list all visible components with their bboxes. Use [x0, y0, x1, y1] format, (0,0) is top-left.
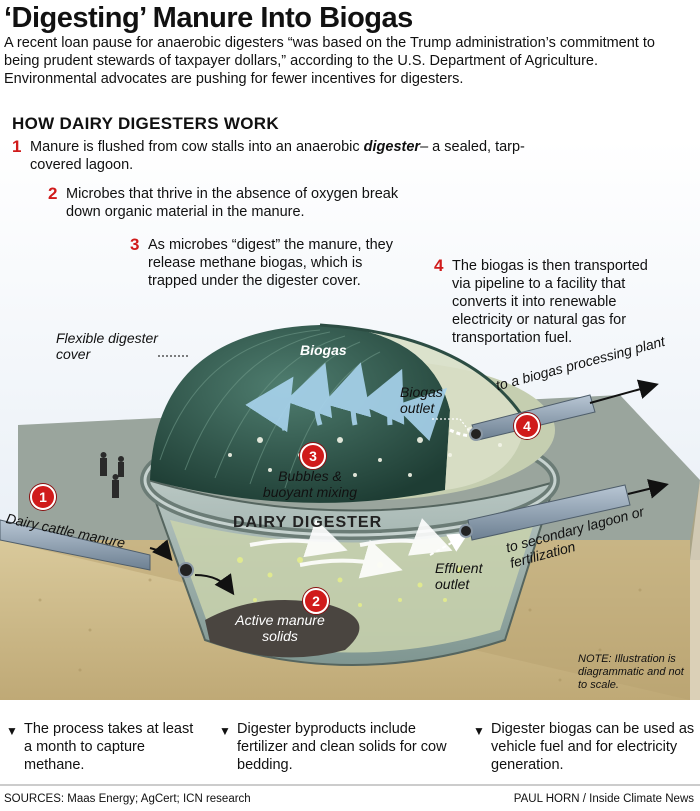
triangle-down-icon: ▼ — [219, 724, 231, 738]
step-1: 1 Manure is flushed from cow stalls into… — [12, 138, 550, 174]
step-2-number: 2 — [48, 184, 58, 203]
step-4-text: The biogas is then transported via pipel… — [452, 258, 648, 346]
step-1-number: 1 — [12, 137, 22, 156]
label-biogas: Biogas — [300, 342, 347, 358]
credit-text: PAUL HORN / Inside Climate News — [513, 793, 694, 805]
label-biogas-outlet: Biogas outlet — [400, 384, 443, 416]
note-text: NOTE: Illustration is diagrammatic and n… — [578, 653, 684, 691]
step-3-number: 3 — [130, 235, 140, 254]
bullet-3-text: Digester biogas can be used as vehicle f… — [491, 721, 695, 773]
section-heading: HOW DAIRY DIGESTERS WORK — [12, 114, 279, 133]
step-2: 2 Microbes that thrive in the absence of… — [48, 185, 411, 221]
triangle-down-icon: ▼ — [6, 724, 18, 738]
step-1-emph: digester — [363, 139, 421, 155]
bullet-2-text: Digester byproducts include fertilizer a… — [237, 721, 447, 773]
intro-text: A recent loan pause for anaerobic digest… — [4, 35, 655, 87]
step-3-text: As microbes “digest” the manure, they re… — [148, 237, 393, 289]
bullet-1-text: The process takes at least a month to ca… — [24, 721, 194, 773]
badge-1: 1 — [30, 484, 56, 510]
bullet-1: ▼ The process takes at least a month to … — [6, 720, 194, 774]
badge-2: 2 — [303, 588, 329, 614]
label-flexible-cover: Flexible digester cover — [56, 330, 158, 362]
step-1-text-after: – a sealed, tarp-covered lagoon. — [30, 139, 525, 173]
label-effluent: Effluent outlet — [435, 560, 483, 592]
triangle-down-icon: ▼ — [473, 724, 485, 738]
bullet-3: ▼ Digester biogas can be used as vehicle… — [473, 720, 696, 774]
badge-3: 3 — [300, 443, 326, 469]
label-dairy-digester: DAIRY DIGESTER — [233, 514, 383, 531]
page-title: ‘Digesting’ Manure Into Biogas — [4, 2, 413, 34]
step-1-text-before: Manure is flushed from cow stalls into a… — [30, 139, 364, 155]
badge-4: 4 — [514, 413, 540, 439]
label-bubbles: Bubbles & buoyant mixing — [262, 468, 358, 500]
sources-text: SOURCES: Maas Energy; AgCert; ICN resear… — [4, 793, 251, 805]
label-solids: Active manure solids — [235, 612, 325, 644]
bullet-2: ▼ Digester byproducts include fertilizer… — [219, 720, 447, 774]
step-4-number: 4 — [434, 256, 444, 275]
step-3: 3 As microbes “digest” the manure, they … — [130, 236, 393, 290]
step-2-text: Microbes that thrive in the absence of o… — [66, 186, 399, 220]
step-4: 4 The biogas is then transported via pip… — [434, 257, 657, 347]
